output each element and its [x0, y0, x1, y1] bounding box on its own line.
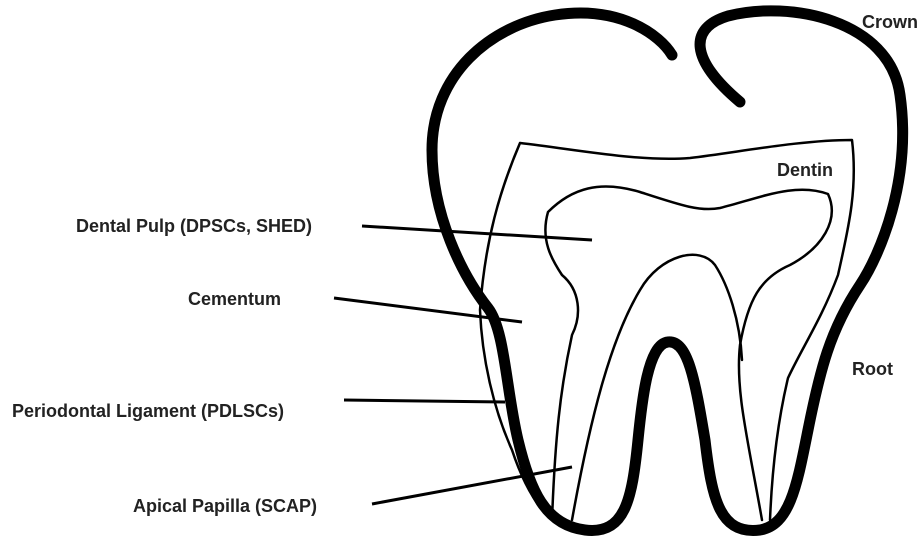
- leader-line-dental-pulp: [362, 226, 592, 240]
- label-crown: Crown: [862, 12, 918, 32]
- leader-line-periodontal-ligament: [344, 400, 505, 402]
- label-cementum: Cementum: [188, 289, 281, 309]
- label-root: Root: [852, 359, 893, 379]
- label-apical-papilla: Apical Papilla (SCAP): [133, 496, 317, 516]
- label-dentin: Dentin: [777, 160, 833, 180]
- label-dental-pulp: Dental Pulp (DPSCs, SHED): [76, 216, 312, 236]
- label-periodontal-ligament: Periodontal Ligament (PDLSCs): [12, 401, 284, 421]
- tooth-outer-outline: [432, 11, 903, 531]
